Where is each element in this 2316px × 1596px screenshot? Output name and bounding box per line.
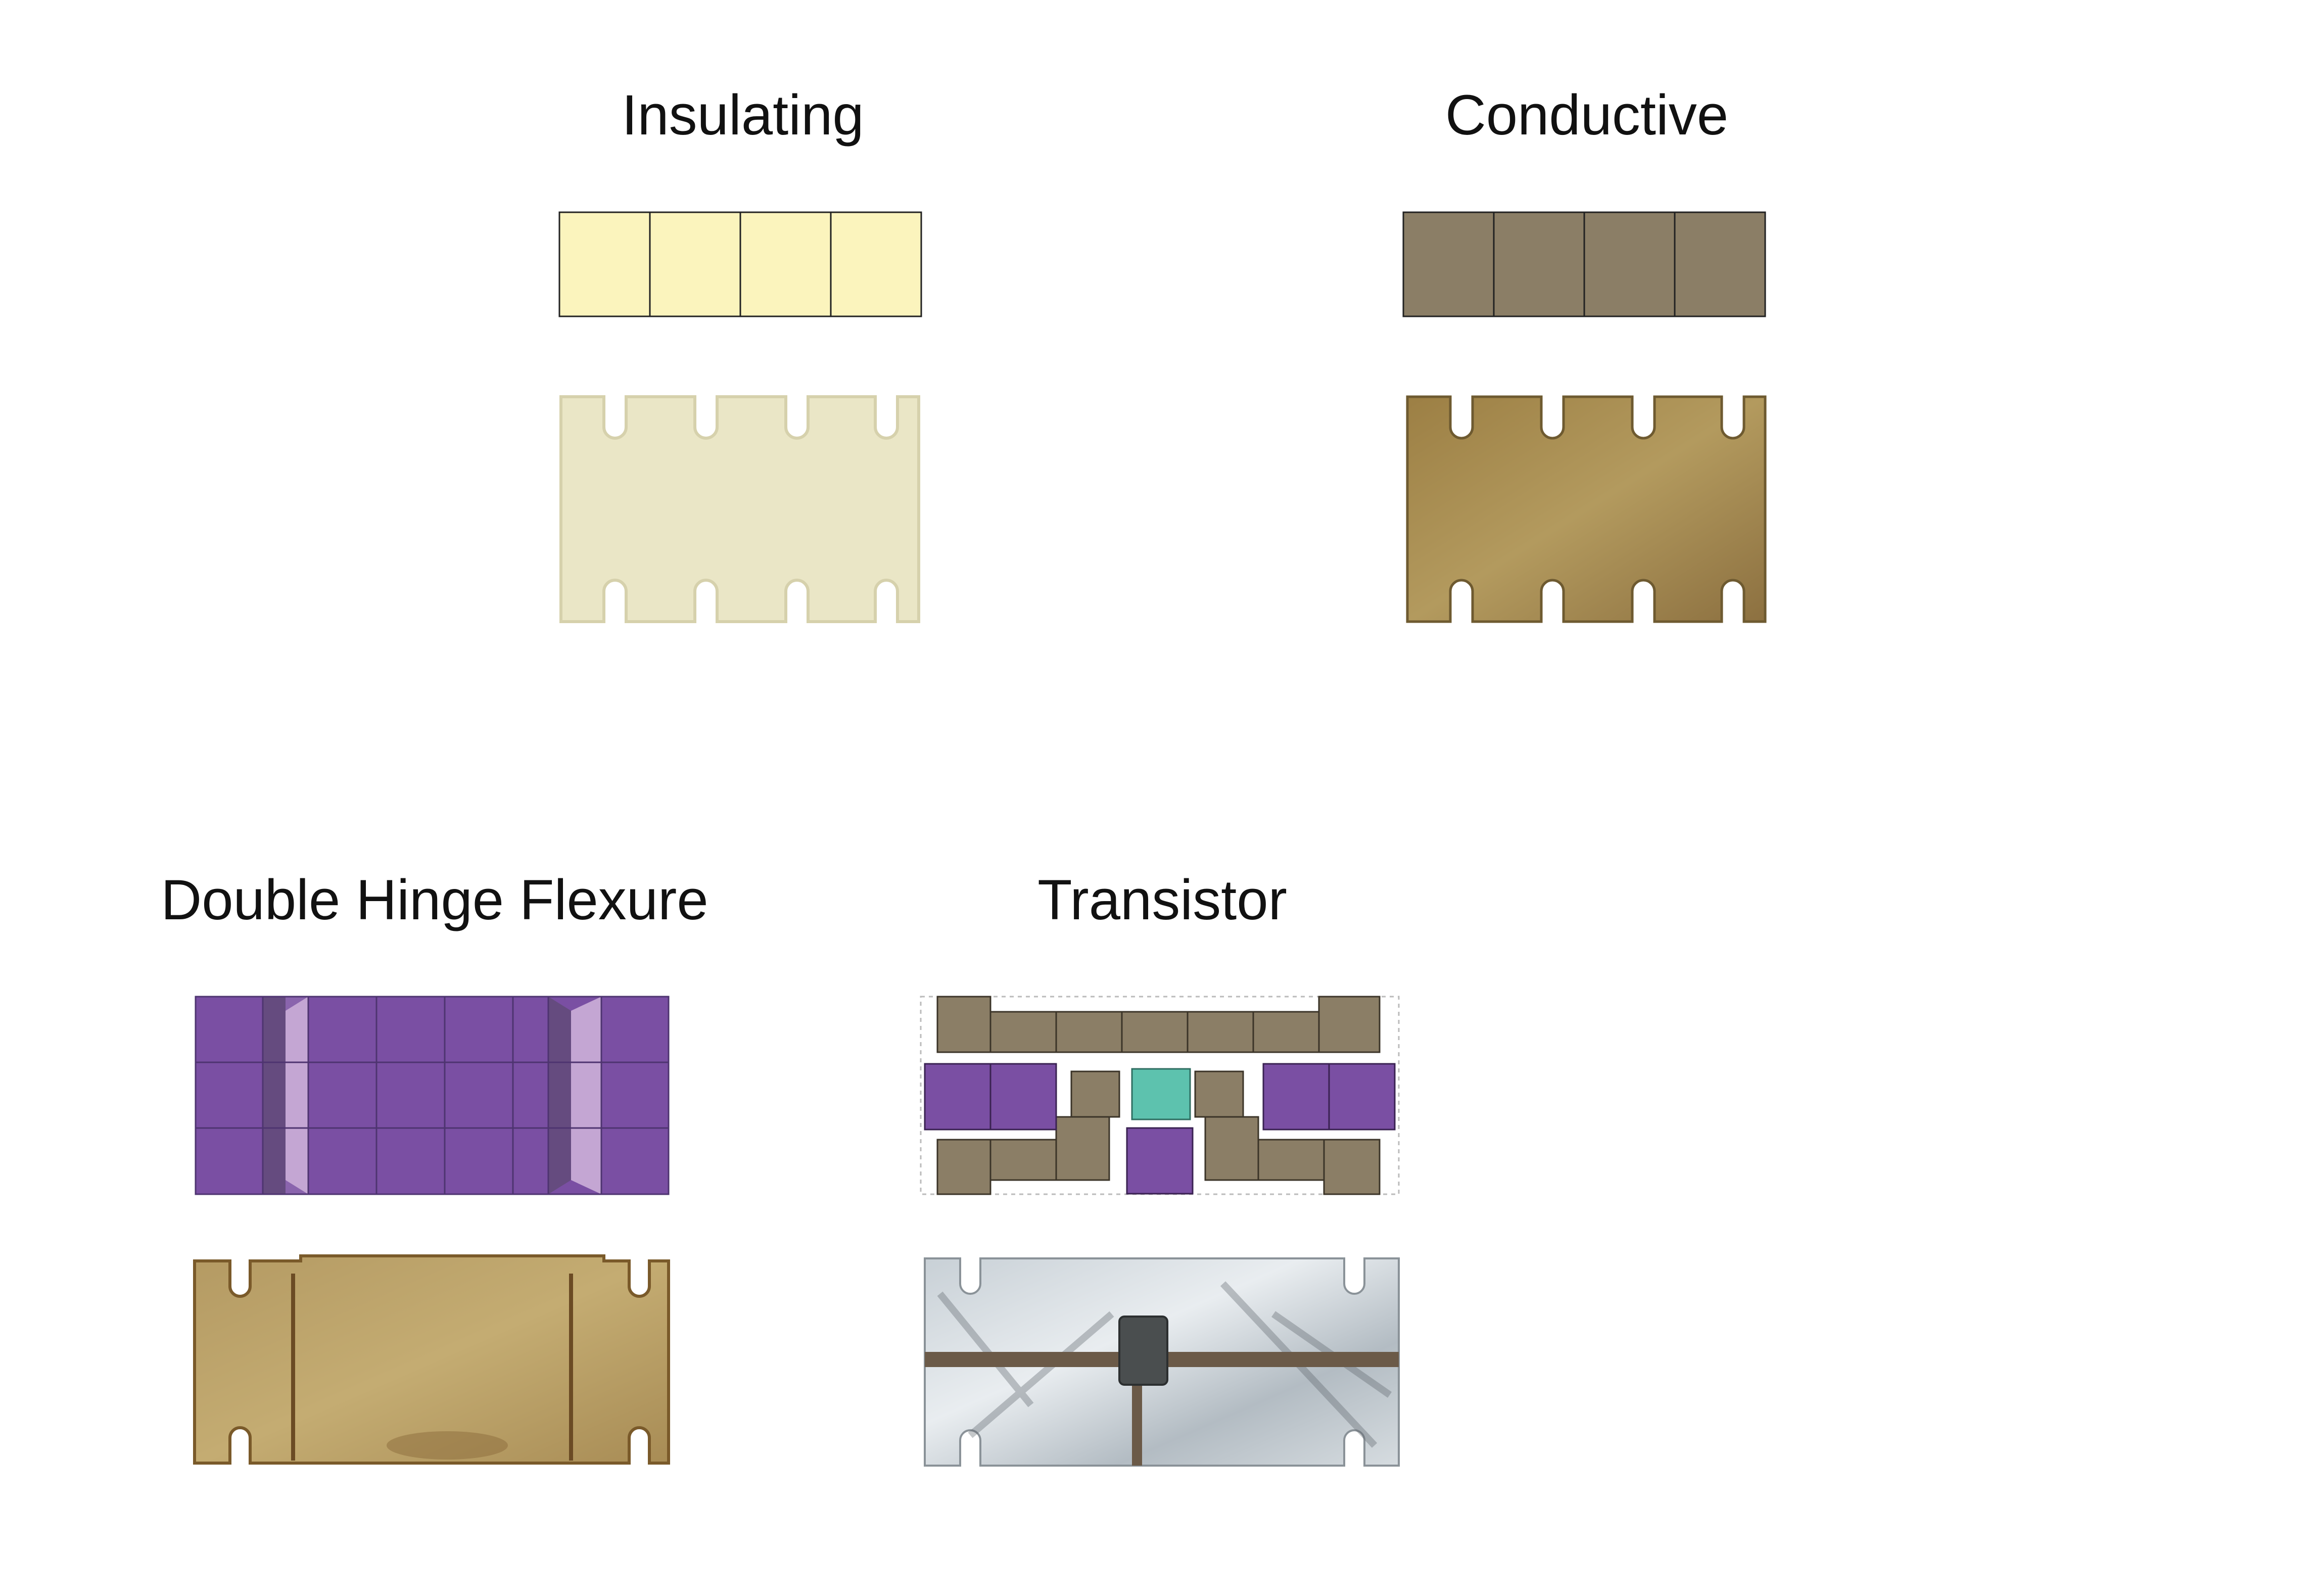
conductive-part-photo bbox=[1406, 395, 1767, 623]
conductive-voxel-diagram bbox=[1402, 211, 1766, 317]
flexure-part-photo bbox=[193, 1254, 670, 1465]
transistor-voxel-diagram bbox=[920, 996, 1400, 1195]
flexure-voxel-diagram bbox=[195, 996, 670, 1195]
transistor-part-photo bbox=[924, 1257, 1400, 1467]
insulating-voxel-diagram bbox=[558, 211, 922, 317]
title-transistor: Transistor bbox=[1037, 868, 1287, 931]
title-insulating: Insulating bbox=[622, 83, 864, 147]
title-conductive: Conductive bbox=[1445, 83, 1729, 147]
title-flexure: Double Hinge Flexure bbox=[161, 868, 708, 931]
insulating-part-photo bbox=[559, 395, 920, 623]
